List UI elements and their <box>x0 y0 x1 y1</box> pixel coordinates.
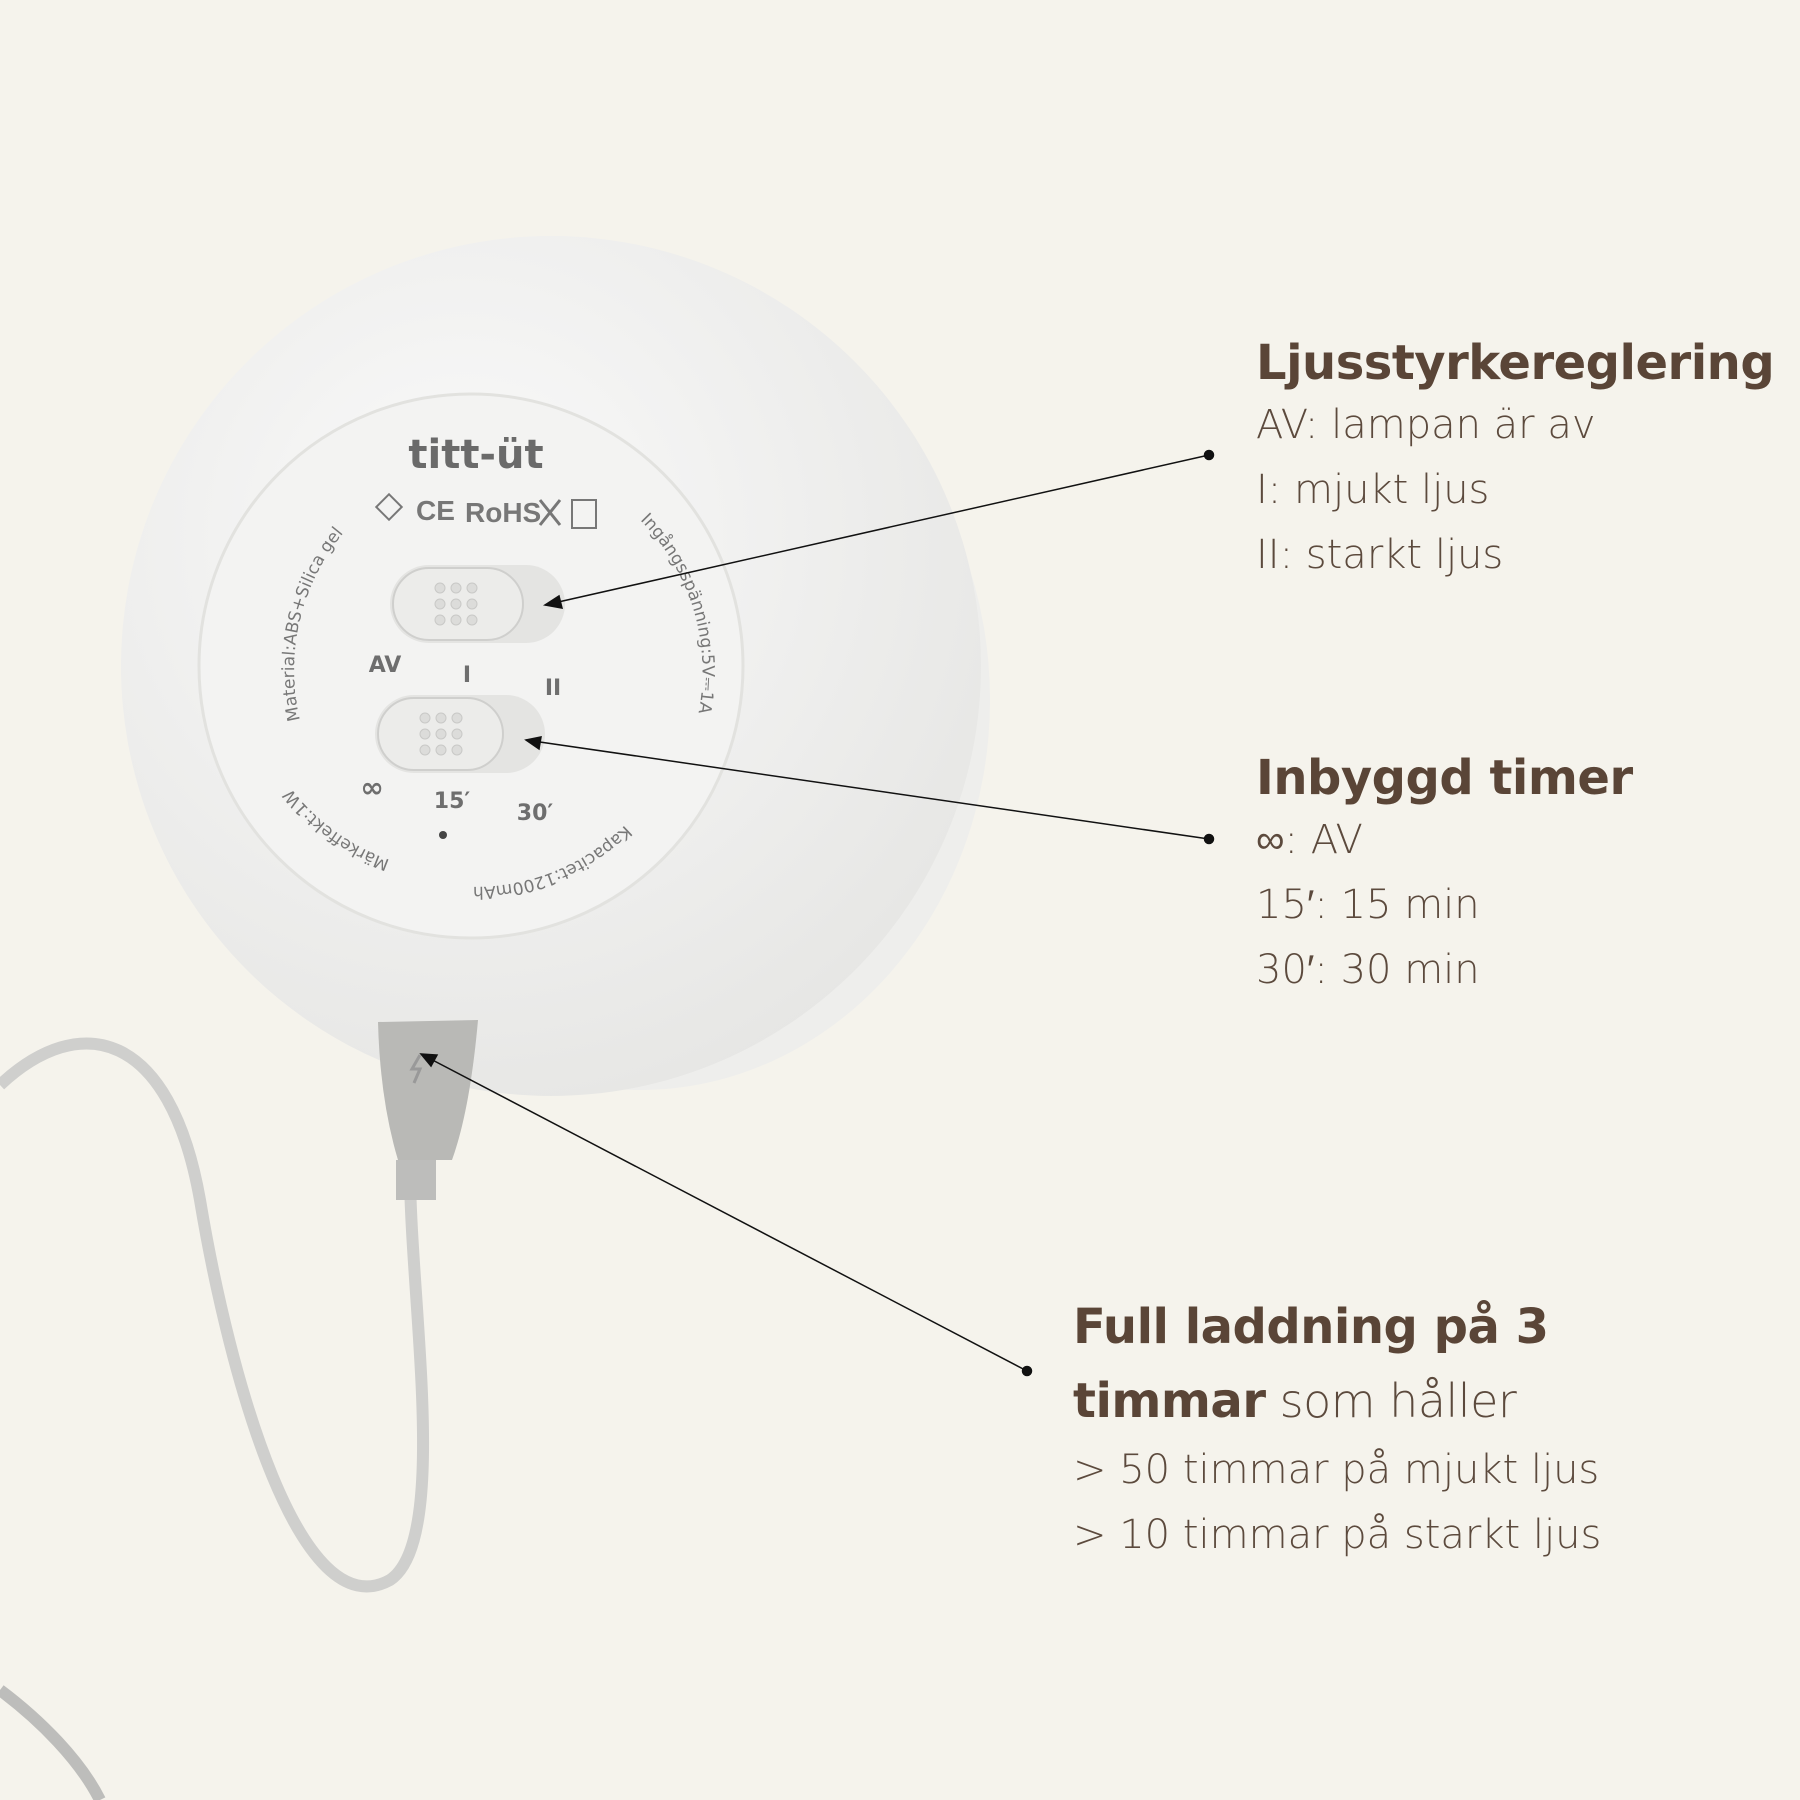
brightness-label-i: I <box>463 663 471 688</box>
timer-line: 30′: 30 min <box>1256 947 1480 993</box>
brightness-title: Ljusstyrkereglering <box>1256 335 1775 391</box>
brand-logo: titt-üt <box>408 432 543 478</box>
brightness-line: II: starkt ljus <box>1256 532 1504 578</box>
timer-pointer-dot <box>1203 833 1215 845</box>
charging-title-line2: timmar som håller <box>1073 1364 1601 1438</box>
charging-pointer-dot <box>1021 1365 1033 1377</box>
certification-marks: CE RoHS <box>374 492 597 529</box>
timer-switch[interactable] <box>375 695 545 773</box>
brightness-pointer <box>544 454 1210 606</box>
charging-line: > 50 timmar på mjukt ljus <box>1073 1447 1600 1493</box>
brightness-label-av: AV <box>369 653 402 678</box>
charging-title-bold: timmar <box>1073 1373 1266 1429</box>
brightness-line: AV: lampan är av <box>1256 402 1596 448</box>
charging-line: > 10 timmar på starkt ljus <box>1073 1512 1602 1558</box>
brightness-switch[interactable] <box>390 565 565 643</box>
timer-label-15: 15′ <box>434 789 471 814</box>
brightness-callout: Ljusstyrkereglering AV: lampan är av I: … <box>1256 333 1775 588</box>
charging-pointer <box>420 1053 1028 1372</box>
usb-plug <box>378 1020 478 1160</box>
lightning-icon <box>409 1054 423 1084</box>
charging-callout: Full laddning på 3 timmar som håller > 5… <box>1073 1290 1601 1568</box>
reset-hole <box>439 831 447 839</box>
brightness-line: I: mjukt ljus <box>1256 467 1490 513</box>
timer-line: 15′: 15 min <box>1256 882 1480 928</box>
base-plate <box>197 392 745 940</box>
timer-label-off: ∞ <box>360 771 383 804</box>
timer-label-30: 30′ <box>517 801 554 826</box>
charging-title: Full laddning på 3 <box>1073 1299 1549 1355</box>
timer-callout: Inbyggd timer ∞: AV 15′: 15 min 30′: 30 … <box>1256 748 1633 1003</box>
charging-title-rest: som håller <box>1265 1374 1517 1428</box>
svg-text:RoHS: RoHS <box>465 497 541 528</box>
brightness-label-ii: II <box>545 676 561 701</box>
brightness-pointer-dot <box>1203 449 1215 461</box>
usb-cable-tail <box>0 1685 106 1800</box>
timer-pointer <box>525 739 1210 840</box>
usb-cable <box>0 1037 430 1593</box>
timer-title: Inbyggd timer <box>1256 750 1633 806</box>
timer-line: ∞: AV <box>1256 817 1363 863</box>
svg-text:CE: CE <box>416 495 455 526</box>
